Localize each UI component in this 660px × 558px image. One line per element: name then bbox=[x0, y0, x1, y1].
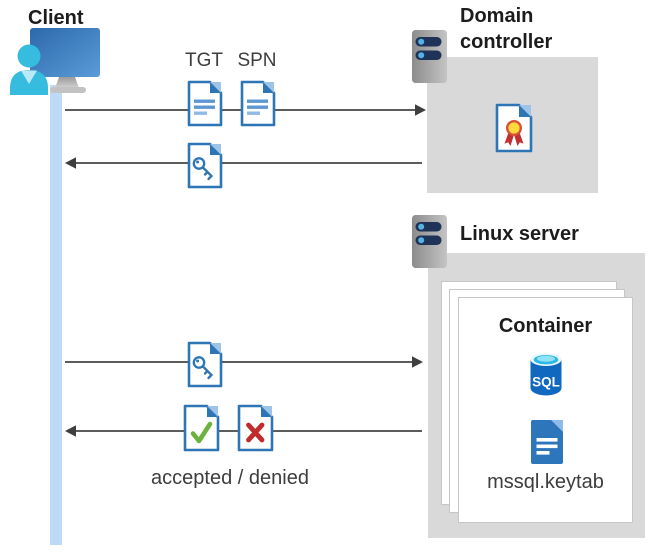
sql-database-icon: SQL bbox=[530, 353, 562, 396]
key-document-icon bbox=[187, 142, 223, 189]
server-icon bbox=[412, 215, 447, 268]
arrowhead-right-icon bbox=[415, 104, 426, 116]
result-label: accepted / denied bbox=[151, 467, 309, 489]
container-title: Container bbox=[498, 315, 593, 337]
certificate-document-icon bbox=[495, 103, 533, 153]
key-document-icon bbox=[187, 341, 223, 388]
sql-icon-label: SQL bbox=[532, 375, 560, 390]
client-user-monitor-icon bbox=[10, 28, 100, 95]
linux-server-title: Linux server bbox=[460, 223, 579, 245]
cross-document-icon bbox=[237, 404, 274, 452]
arrowhead-left-icon bbox=[65, 157, 76, 169]
client-lifeline bbox=[50, 85, 62, 545]
spn-ticket-document-icon bbox=[240, 80, 276, 127]
domain-controller-title: Domain controller bbox=[460, 5, 553, 53]
keytab-document-icon bbox=[531, 420, 563, 464]
container-card: Container SQL mssql.keytab bbox=[458, 297, 633, 523]
arrowhead-right-icon bbox=[412, 356, 423, 368]
client-label: Client bbox=[28, 7, 84, 29]
check-document-icon bbox=[183, 404, 220, 452]
arrowhead-left-icon bbox=[65, 425, 76, 437]
keytab-label: mssql.keytab bbox=[487, 471, 604, 493]
tgt-label: TGT bbox=[185, 50, 223, 71]
server-icon bbox=[412, 30, 447, 83]
spn-label: SPN bbox=[237, 50, 277, 71]
tgt-ticket-document-icon bbox=[187, 80, 223, 127]
